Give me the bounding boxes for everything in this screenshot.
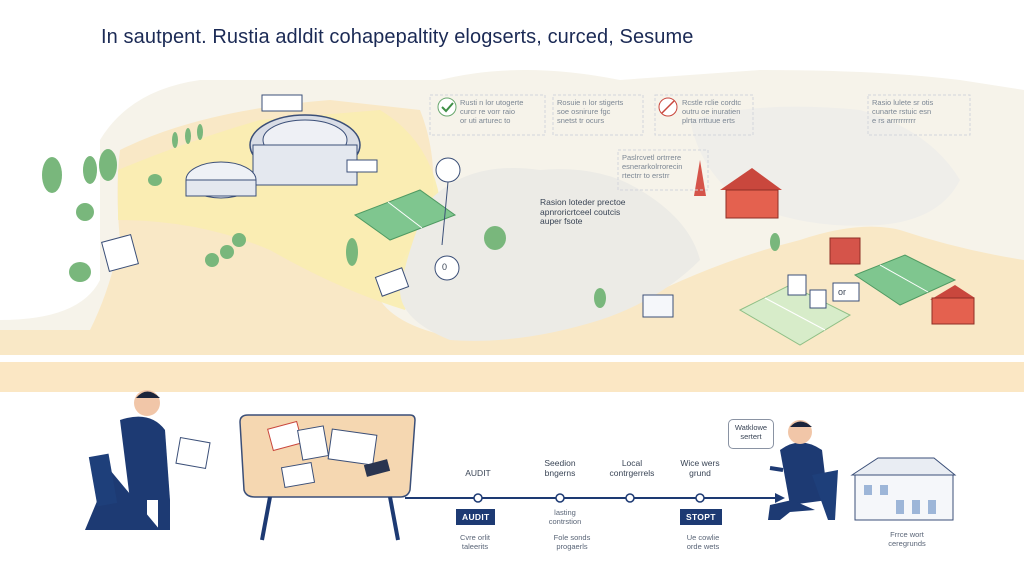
timeline — [405, 493, 785, 503]
board-sign-2 — [809, 289, 827, 309]
note-frame-n2 — [552, 94, 644, 136]
note-frame-n5 — [867, 94, 971, 136]
football-field-1 — [353, 189, 457, 241]
grey-landmass — [400, 168, 700, 341]
step-label: Seedion bngerns — [544, 458, 576, 478]
map-note: Rusti n lor utogerte curcr re vorr raio … — [460, 98, 524, 125]
board-sign — [787, 274, 807, 296]
red-tower — [694, 160, 706, 196]
center-note: Rasion loteder prectoe apnroricrtceel co… — [540, 197, 626, 226]
or-label: or — [838, 287, 847, 297]
stop-badge: STOPT — [680, 509, 722, 525]
football-field-2 — [738, 284, 852, 346]
desk — [239, 414, 416, 541]
runner-icon — [435, 157, 461, 183]
map-note: Rasio lulete sr otis cunarte rstuic esn … — [872, 98, 934, 125]
step-sublabel: Cvre orlit taleerits — [459, 533, 490, 551]
building-caption: Frrce wort ceregrunds — [888, 530, 926, 548]
step-label: AUDIT — [465, 468, 491, 478]
small-house — [642, 294, 674, 318]
zero-marker-icon — [434, 255, 460, 281]
zero-label: 0 — [442, 262, 448, 272]
step-label: Local contrgerrels — [609, 458, 655, 478]
map-note: Rosuie n lor stigerts soe osnirure fgc s… — [557, 98, 624, 125]
stadium — [249, 94, 361, 186]
ground-band — [0, 362, 1024, 392]
red-building-small — [829, 237, 861, 265]
office-building — [850, 457, 957, 521]
page-title: In sautpent. Rustia adldit cohapepaltity… — [101, 26, 694, 48]
note-frame-n3 — [654, 94, 754, 136]
speech-bubble: Watklowe sertert — [728, 419, 774, 449]
audit-badge: AUDIT — [456, 509, 496, 525]
trees — [42, 124, 780, 308]
map-document — [374, 267, 410, 297]
football-field-3 — [853, 254, 957, 306]
step-sublabel: lasting contrstion — [548, 508, 582, 526]
map-note: Rcstle rclie cordtc outru oe inuratien p… — [682, 98, 742, 125]
step-sublabel: Fole sonds progaerls — [553, 533, 591, 551]
arena — [185, 161, 257, 199]
step-label: Wice wers grund — [680, 458, 720, 478]
map-note: Paslrcvetl ortrrere esnerarkolrrorecin r… — [622, 153, 683, 180]
check-icon — [437, 97, 457, 117]
or-sign — [832, 282, 860, 302]
seated-man-right — [768, 420, 838, 520]
bus — [346, 159, 378, 173]
note-frame-n4 — [617, 149, 709, 191]
red-building-university — [720, 168, 782, 219]
step-sublabel: Ue cowlie orde wets — [686, 533, 720, 551]
info-board — [101, 234, 139, 272]
note-frame-n1 — [429, 94, 546, 136]
red-building-right — [930, 285, 975, 325]
seated-man-left — [85, 390, 170, 530]
paper-in-hand — [175, 437, 211, 469]
